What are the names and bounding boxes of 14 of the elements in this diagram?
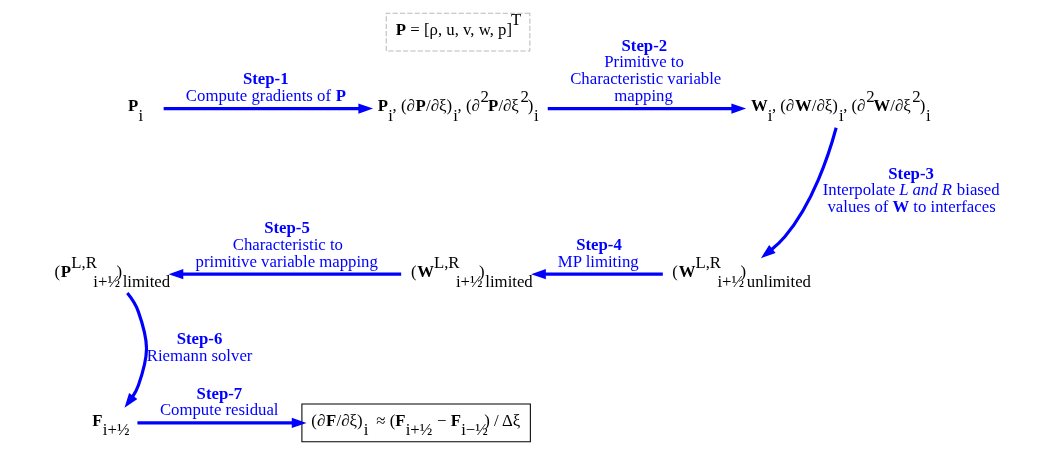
edge-label: Step-5 Characteristic to primitive variable mapping (195, 217, 378, 271)
edge-label: Step-1 Compute gradients of P (185, 68, 346, 105)
edge-label: Step-7 Compute residual (159, 383, 279, 419)
edge-label: Step-6 Riemann solver (146, 328, 253, 365)
arrow (168, 268, 402, 279)
edge-label: Step-2 Primitive to Characteristic variable mapping (570, 35, 722, 105)
arrow (137, 417, 307, 428)
arrow (124, 291, 149, 408)
arrow (163, 102, 374, 114)
edge-label: Step-4 MP limiting (557, 234, 639, 271)
edge-label: Step-3 Interpolate L and R biased values of W to interfaces (822, 163, 1000, 216)
arrow (760, 126, 838, 258)
arrow (547, 102, 747, 114)
arrow (531, 268, 663, 279)
